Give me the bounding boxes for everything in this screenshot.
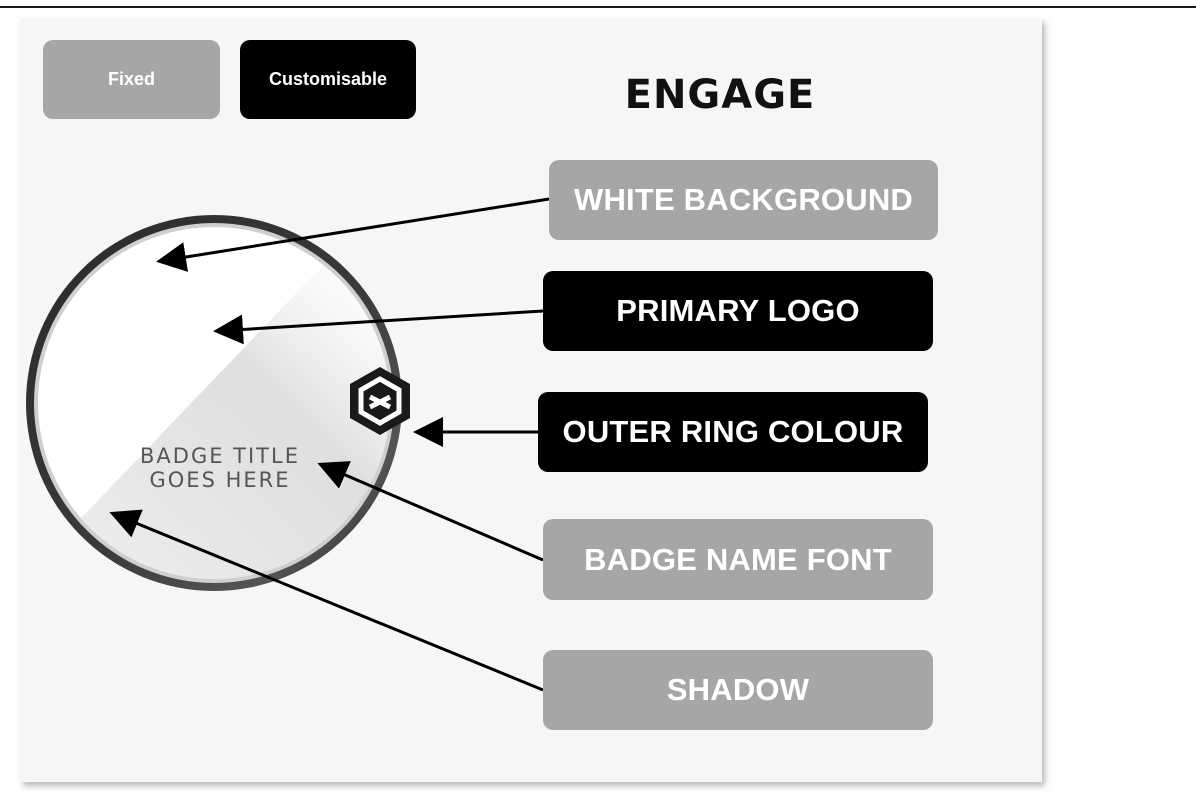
badge-title-line1: BADGE TITLE — [140, 444, 300, 468]
hexagon-logo-icon — [350, 367, 410, 435]
label-shadow: SHADOW — [543, 650, 933, 730]
arrow-badge-name-font — [317, 461, 544, 562]
arrow-primary-logo — [213, 309, 544, 345]
badge-title-text: BADGE TITLE GOES HERE — [110, 444, 330, 492]
label-primary-logo: PRIMARY LOGO — [543, 271, 933, 351]
top-rule — [0, 6, 1196, 8]
badge-shadow — [60, 258, 390, 579]
label-outer-ring-colour: OUTER RING COLOUR — [538, 392, 928, 472]
arrow-white-background — [156, 197, 550, 272]
label-badge-name-font: BADGE NAME FONT — [543, 519, 933, 600]
legend-fixed: Fixed — [43, 40, 220, 119]
badge-title-line2: GOES HERE — [149, 468, 291, 492]
legend-customisable: Customisable — [240, 40, 416, 119]
arrow-shadow — [109, 509, 544, 692]
label-white-background: WHITE BACKGROUND — [549, 160, 938, 240]
page-heading: ENGAGE — [624, 72, 816, 118]
